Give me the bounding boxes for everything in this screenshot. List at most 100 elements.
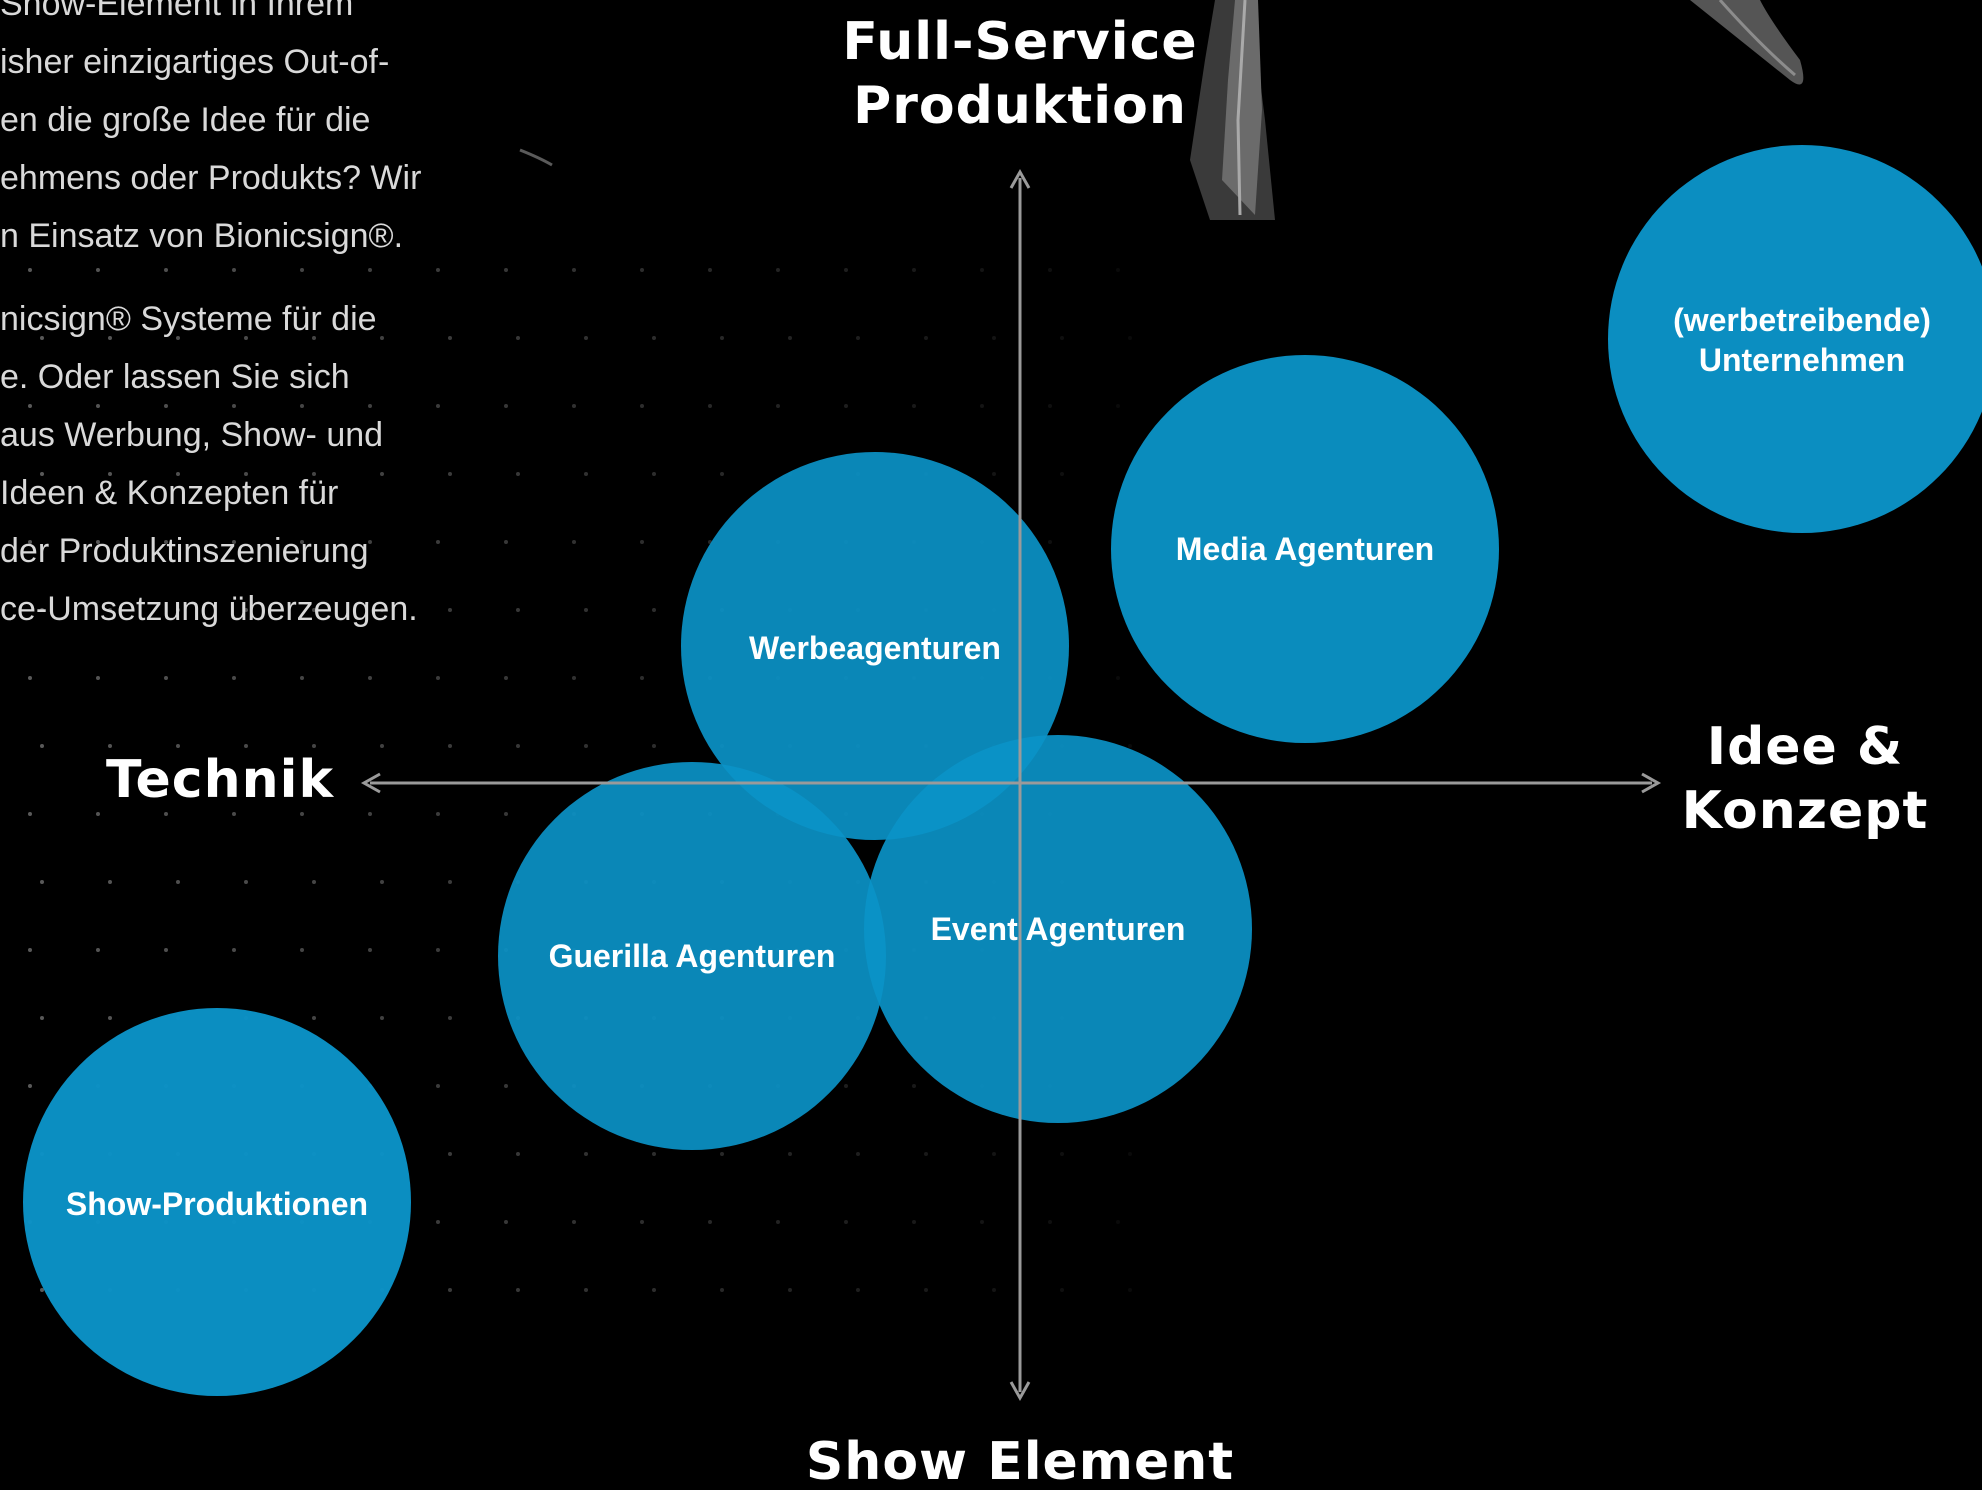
axes: [360, 168, 1662, 1402]
arrow-right-icon: [1641, 772, 1662, 794]
background-dot: [312, 336, 316, 340]
background-dot: [1060, 1152, 1064, 1156]
background-dot: [448, 744, 452, 748]
background-dot: [448, 880, 452, 884]
background-dot: [108, 1016, 112, 1020]
axis-label-top: Full-Service Produktion: [842, 12, 1198, 136]
background-dot: [640, 268, 644, 272]
background-dot: [380, 336, 384, 340]
bubble-label-werbeagenturen: Werbeagenturen: [749, 630, 1001, 666]
background-dot: [300, 404, 304, 408]
background-dot: [720, 1288, 724, 1292]
background-dot: [244, 608, 248, 612]
background-dot: [448, 1016, 452, 1020]
background-dot: [652, 1152, 656, 1156]
background-dot: [788, 1152, 792, 1156]
decorative-wing-image: [519, 0, 1804, 220]
background-dot: [108, 880, 112, 884]
background-dot: [40, 1288, 44, 1292]
intro-line: n Einsatz von Bionicsign®.: [0, 217, 404, 255]
bubble-event-agenturen: [864, 735, 1252, 1123]
background-dot: [164, 948, 168, 952]
background-dot: [1048, 1220, 1052, 1224]
background-dot: [924, 336, 928, 340]
background-dot: [924, 1288, 928, 1292]
background-dot: [436, 404, 440, 408]
background-dot: [368, 948, 372, 952]
intro-line: ce-Umsetzung überzeugen.: [0, 590, 418, 628]
background-dot: [380, 608, 384, 612]
intro-line: e. Oder lassen Sie sich: [0, 358, 350, 396]
background-dot: [912, 1084, 916, 1088]
background-dot: [516, 744, 520, 748]
bubble-label-media-agenturen: Media Agenturen: [1175, 531, 1435, 567]
background-dot: [516, 1152, 520, 1156]
background-dot: [368, 812, 372, 816]
background-dot: [516, 472, 520, 476]
background-dot: [516, 336, 520, 340]
background-dot: [980, 268, 984, 272]
background-dot: [436, 1084, 440, 1088]
background-dot: [108, 608, 112, 612]
background-dot: [504, 1084, 508, 1088]
background-dot: [368, 268, 372, 272]
background-dot: [232, 404, 236, 408]
background-dot: [300, 676, 304, 680]
bubbles: [23, 145, 1982, 1396]
background-dot: [708, 404, 712, 408]
background-dot: [992, 1152, 996, 1156]
background-dot: [584, 1152, 588, 1156]
background-dot: [708, 268, 712, 272]
background-dot: [40, 1016, 44, 1020]
intro-line: ehmens oder Produkts? Wir: [0, 159, 422, 197]
arrow-up-icon: [1009, 168, 1031, 189]
background-dot: [380, 472, 384, 476]
background-dot: [164, 404, 168, 408]
background-dot: [504, 812, 508, 816]
background-dot: [844, 404, 848, 408]
bubble-label-show-produktionen: Show-Produktionen: [65, 1186, 369, 1222]
background-dot: [572, 1220, 576, 1224]
background-dot: [176, 880, 180, 884]
background-dot: [312, 744, 316, 748]
background-dot: [164, 676, 168, 680]
background-dot: [436, 812, 440, 816]
intro-line: isher einzigartiges Out-of-: [0, 43, 390, 81]
bubble-label-event-agenturen: Event Agenturen: [930, 911, 1186, 947]
background-dot: [368, 540, 372, 544]
background-dot: [300, 540, 304, 544]
axis-label-bottom: Show Element: [805, 1432, 1235, 1490]
background-dot: [448, 472, 452, 476]
background-dot: [232, 812, 236, 816]
background-dot: [856, 1288, 860, 1292]
background-dot: [436, 1220, 440, 1224]
background-dot: [652, 472, 656, 476]
background-dot: [504, 268, 508, 272]
arrow-down-icon: [1009, 1381, 1031, 1402]
background-dot: [912, 404, 916, 408]
bubble-label-guerilla-agenturen: Guerilla Agenturen: [548, 938, 836, 974]
background-dot: [40, 608, 44, 612]
background-dot: [652, 336, 656, 340]
background-dot: [1048, 268, 1052, 272]
background-dot: [924, 1152, 928, 1156]
background-dot: [28, 676, 32, 680]
background-dot: [312, 472, 316, 476]
background-dot: [844, 268, 848, 272]
background-dot: [380, 880, 384, 884]
background-dot: [856, 1152, 860, 1156]
background-dot: [1048, 404, 1052, 408]
background-dot: [584, 1288, 588, 1292]
background-dot: [244, 472, 248, 476]
background-dot: [380, 1016, 384, 1020]
background-dot: [300, 812, 304, 816]
background-dot: [1048, 540, 1052, 544]
background-dot: [856, 336, 860, 340]
background-dot: [436, 948, 440, 952]
bubble-media-agenturen: [1111, 355, 1499, 743]
background-dot: [652, 744, 656, 748]
background-dot: [448, 608, 452, 612]
arrow-left-icon: [360, 772, 381, 794]
background-dot: [40, 744, 44, 748]
